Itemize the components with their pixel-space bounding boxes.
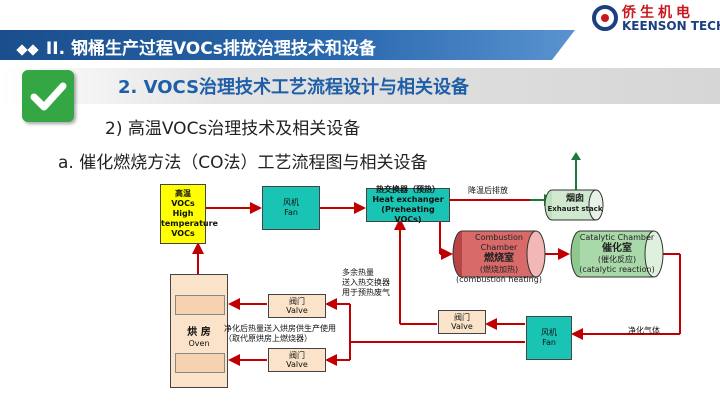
excess-heat-line: 用于预热废气 [342,288,390,297]
diamond-icon [16,44,28,56]
diagram-heading: a. 催化燃烧方法（CO法）工艺流程图与相关设备 [58,153,428,173]
voc-box-line: temperature [161,219,218,228]
section-banner [0,68,720,104]
voc-box-line: VOCs [171,229,195,238]
combustion-cn: 燃烧室 [484,253,514,264]
fan-2-label: Fan [542,338,556,347]
valve-top-label: 阀门 [289,297,305,306]
oven-supply-line: 净化后热量送入烘房供生产使用 [224,324,336,333]
valve-bottom-label: Valve [286,360,308,369]
subsection-heading: 2) 高温VOCs治理技术及相关设备 [105,119,361,139]
catalytic-en: Catalytic Chamber [579,233,655,242]
oven-chamber-upper [175,295,225,315]
catalytic-cn: 催化室 [602,243,632,254]
high-temp-voc-box: 高温 VOCs High temperature VOCs [160,184,218,244]
company-logo-icon [592,5,618,31]
fan-1-label: 风机 [283,198,299,207]
flow-arrows [192,194,681,366]
heat-exchanger-label: Heat exchanger [372,195,444,204]
diamond-icon [27,44,39,56]
page-title: II. 钢桶生产过程VOCs排放治理技术和设备 [16,34,376,59]
process-flow-diagram: 高温 VOCs High temperature VOCs 风机 Fan 热交换… [150,152,695,390]
catalytic-cn-sub: (催化反应) [597,255,637,264]
exhaust-stack-label: 烟囱 Exhaust stack [546,194,604,214]
heat-exchanger-label: 热交换器（预热） [376,185,440,194]
combustion-en: Combustion Chamber [475,233,523,252]
excess-heat-line: 多余热量 [342,268,374,277]
combustion-en-sub: (combustion heating) [456,275,542,284]
heat-exchanger-label: (Preheating VOCs) [381,205,435,224]
valve-top-box: 阀门 Valve [268,294,326,318]
catalytic-en-sub: (catalytic reaction) [579,265,655,274]
oven-chamber-lower [175,353,225,373]
valve-top-label: Valve [286,306,308,315]
oven-label-en: Oven [188,339,210,348]
voc-box-line: 高温 [175,189,191,198]
checkmark-icon [22,70,74,122]
combustion-chamber-label: Combustion Chamber 燃烧室 (燃烧加热) (combustio… [456,233,542,285]
exhaust-stack-cn: 烟囱 [565,194,584,204]
catalytic-chamber-icon [570,230,664,278]
exhaust-stack-icon [544,189,604,221]
combustion-chamber-icon [452,230,546,278]
oven-box: 烘 房 Oven [170,274,228,388]
oven-label-cn: 烘 房 [187,327,211,338]
valve-bottom-box: 阀门 Valve [268,348,326,372]
page-title-text: II. 钢桶生产过程VOCs排放治理技术和设备 [45,39,376,59]
section-heading: 2. VOCS治理技术工艺流程设计与相关设备 [118,77,470,98]
voc-box-line: High [172,209,194,218]
company-name-en: KEENSON TECH [622,19,720,33]
exhaust-arrow-icon [571,152,581,190]
fan-2-box: 风机 Fan [526,316,572,360]
company-name-cn: 侨生机电 [622,5,694,21]
header-bar [0,30,575,60]
voc-box-line: VOCs [171,199,195,208]
valve-mid-label: 阀门 [454,313,470,322]
label-cooled-discharge: 降温后排放 [468,186,508,195]
valve-mid-box: 阀门 Valve [438,310,486,334]
oven-supply-line: （取代原烘房上燃烧器） [224,334,312,343]
exhaust-stack-en: Exhaust stack [547,205,603,213]
fan-1-box: 风机 Fan [262,186,320,230]
fan-1-label: Fan [284,208,298,217]
excess-heat-line: 送入热交换器 [342,278,390,287]
heat-exchanger-box: 热交换器（预热） Heat exchanger (Preheating VOCs… [366,185,450,224]
valve-mid-label: Valve [451,322,473,331]
catalytic-chamber-label: Catalytic Chamber 催化室 (催化反应) (catalytic … [574,233,660,275]
label-purified-gas: 净化气体 [628,326,660,335]
label-excess-heat: 多余热量 送入热交换器 用于预热废气 [342,268,390,298]
fan-2-label: 风机 [541,328,557,337]
label-oven-heat-supply: 净化后热量送入烘房供生产使用 （取代原烘房上燃烧器） [224,324,336,344]
combustion-cn-sub: (燃烧加热) [479,265,519,274]
valve-bottom-label: 阀门 [289,351,305,360]
